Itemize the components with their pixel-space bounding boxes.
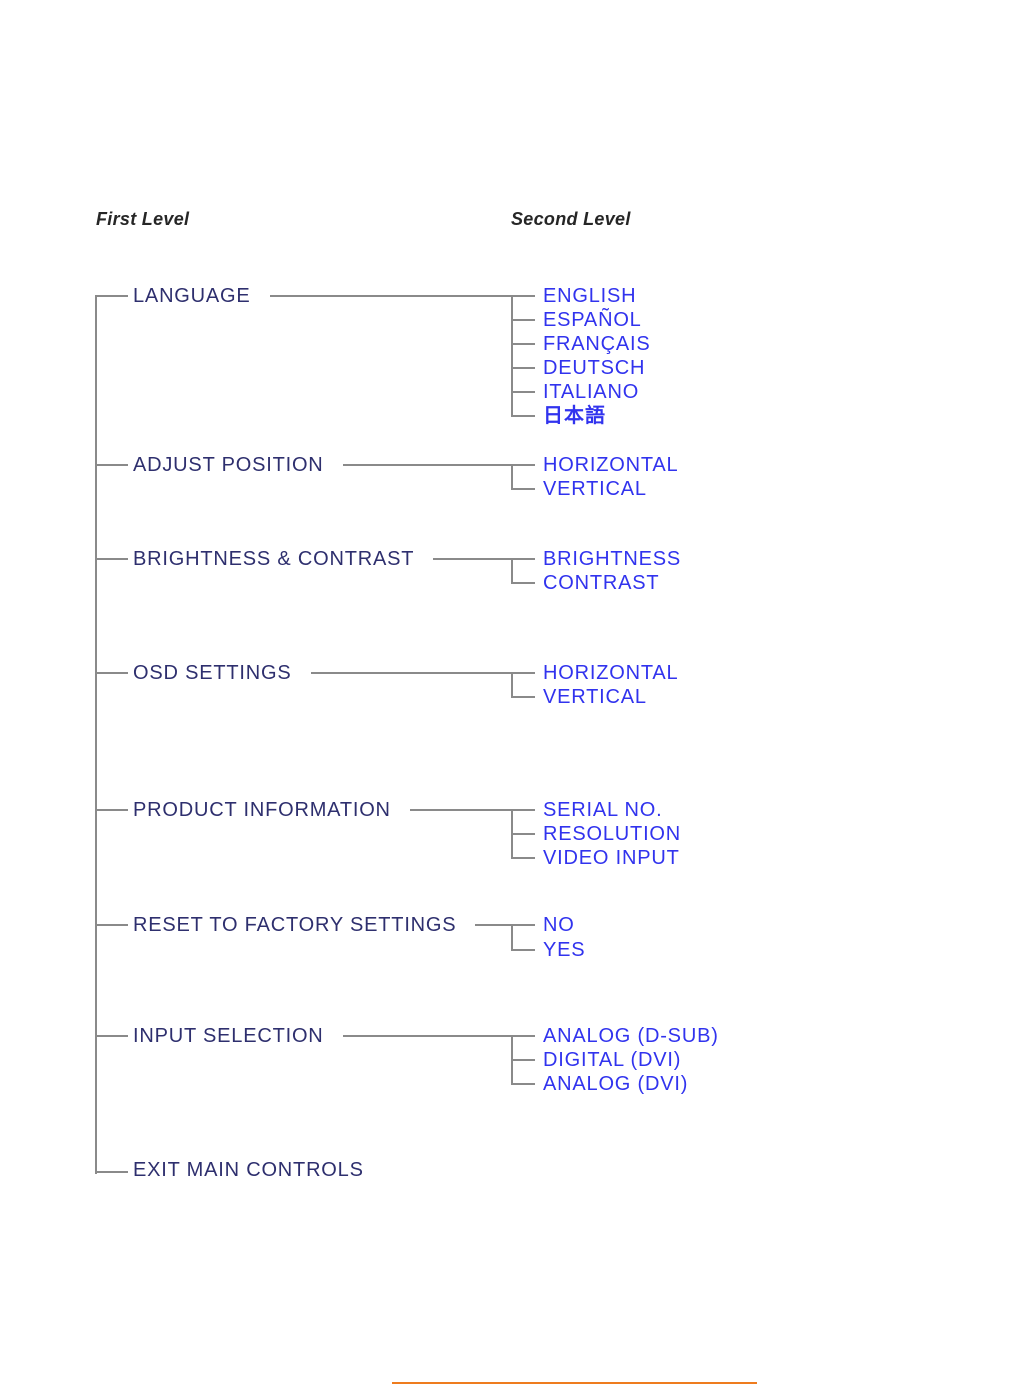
second-level-item-espa-ol: ESPAÑOL [543, 309, 642, 331]
tree-branch-line-language [511, 295, 513, 417]
tree-trunk-tick [95, 672, 128, 674]
second-level-item-analog-dvi: ANALOG (DVI) [543, 1073, 689, 1095]
second-level-item-vertical: VERTICAL [543, 686, 647, 708]
tree-connector-line [310, 672, 535, 674]
tree-branch-tick [511, 295, 535, 297]
tree-branch-tick [511, 924, 535, 926]
tree-connector-line [342, 1035, 535, 1037]
tree-branch-tick [511, 415, 535, 417]
tree-connector-line [269, 295, 535, 297]
tree-trunk-tick [95, 809, 128, 811]
tree-branch-tick [511, 1035, 535, 1037]
first-level-row-osd-settings: OSD SETTINGS [133, 662, 535, 684]
second-level-item-vertical: VERTICAL [543, 478, 647, 500]
first-level-item-brightness-contrast: BRIGHTNESS & CONTRAST [133, 547, 415, 570]
tree-branch-line-reset-to-factory-settings [511, 924, 513, 951]
tree-branch-tick [511, 857, 535, 859]
tree-trunk-tick [95, 1171, 128, 1173]
second-level-item-serial-no: SERIAL NO. [543, 799, 663, 821]
second-level-item-resolution: RESOLUTION [543, 823, 682, 845]
tree-branch-line-brightness-contrast [511, 558, 513, 584]
first-level-row-exit-main-controls: EXIT MAIN CONTROLS [133, 1159, 535, 1181]
tree-branch-tick [511, 319, 535, 321]
tree-connector-line [342, 464, 535, 466]
first-level-item-exit-main-controls: EXIT MAIN CONTROLS [133, 1158, 364, 1181]
second-level-item-english: ENGLISH [543, 285, 637, 307]
first-level-item-osd-settings: OSD SETTINGS [133, 661, 292, 684]
second-level-heading: Second Level [511, 209, 631, 229]
second-level-item-no: NO [543, 914, 575, 936]
footer-divider-rule [392, 1382, 757, 1384]
tree-branch-line-osd-settings [511, 672, 513, 698]
tree-branch-tick [511, 949, 535, 951]
tree-branch-tick [511, 809, 535, 811]
tree-branch-tick [511, 1059, 535, 1061]
tree-trunk-line [95, 296, 97, 1174]
first-level-row-adjust-position: ADJUST POSITION [133, 454, 535, 476]
tree-connector-line [409, 809, 535, 811]
tree-branch-tick [511, 672, 535, 674]
tree-branch-tick [511, 833, 535, 835]
tree-trunk-tick [95, 295, 128, 297]
first-level-item-adjust-position: ADJUST POSITION [133, 453, 324, 476]
tree-branch-tick [511, 343, 535, 345]
first-level-item-reset-to-factory-settings: RESET TO FACTORY SETTINGS [133, 913, 457, 936]
tree-trunk-tick [95, 924, 128, 926]
second-level-item-item: 日本語 [543, 405, 606, 427]
tree-branch-line-adjust-position [511, 464, 513, 490]
tree-branch-tick [511, 1083, 535, 1085]
second-level-item-horizontal: HORIZONTAL [543, 454, 679, 476]
second-level-item-brightness: BRIGHTNESS [543, 548, 682, 570]
tree-connector-line [433, 558, 535, 560]
tree-branch-tick [511, 488, 535, 490]
first-level-row-language: LANGUAGE [133, 285, 535, 307]
second-level-item-contrast: CONTRAST [543, 572, 660, 594]
first-level-heading: First Level [96, 209, 190, 229]
tree-branch-tick [511, 391, 535, 393]
tree-trunk-tick [95, 1035, 128, 1037]
second-level-item-analog-d-sub: ANALOG (D-SUB) [543, 1025, 719, 1047]
first-level-row-input-selection: INPUT SELECTION [133, 1025, 535, 1047]
second-level-item-italiano: ITALIANO [543, 381, 640, 403]
first-level-item-language: LANGUAGE [133, 284, 251, 307]
second-level-item-yes: YES [543, 939, 586, 961]
tree-branch-tick [511, 582, 535, 584]
second-level-item-deutsch: DEUTSCH [543, 357, 646, 379]
tree-branch-tick [511, 696, 535, 698]
second-level-item-digital-dvi: DIGITAL (DVI) [543, 1049, 682, 1071]
tree-trunk-tick [95, 558, 128, 560]
tree-branch-tick [511, 558, 535, 560]
first-level-row-brightness-contrast: BRIGHTNESS & CONTRAST [133, 548, 535, 570]
second-level-item-horizontal: HORIZONTAL [543, 662, 679, 684]
first-level-item-input-selection: INPUT SELECTION [133, 1024, 324, 1047]
tree-branch-tick [511, 464, 535, 466]
tree-branch-tick [511, 367, 535, 369]
tree-trunk-tick [95, 464, 128, 466]
tree-connector-line [475, 924, 535, 926]
first-level-row-reset-to-factory-settings: RESET TO FACTORY SETTINGS [133, 914, 535, 936]
second-level-item-fran-ais: FRANÇAIS [543, 333, 651, 355]
second-level-item-video-input: VIDEO INPUT [543, 847, 680, 869]
first-level-row-product-information: PRODUCT INFORMATION [133, 799, 535, 821]
first-level-item-product-information: PRODUCT INFORMATION [133, 798, 391, 821]
